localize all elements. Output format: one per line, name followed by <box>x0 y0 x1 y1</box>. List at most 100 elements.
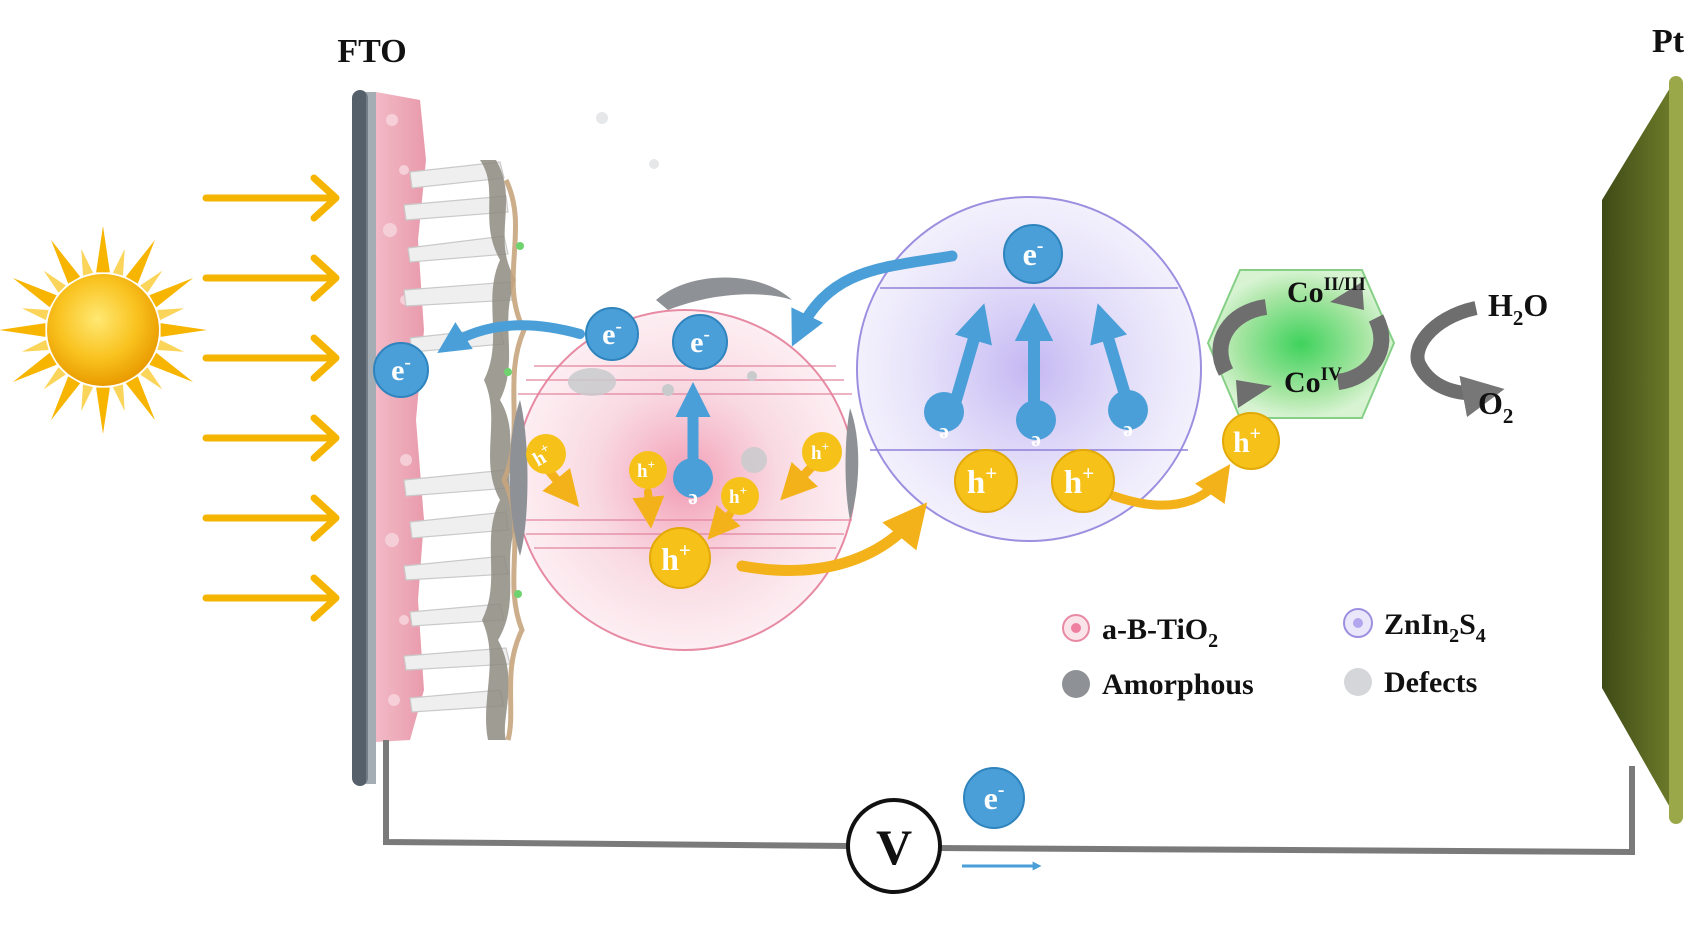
svg-text:h+: h+ <box>729 483 747 508</box>
light-arrow-icon <box>202 494 340 542</box>
electron-badge: e <box>673 458 713 514</box>
defect <box>596 112 608 124</box>
sun-ray <box>21 308 49 321</box>
electron-arrow-icon <box>950 303 992 406</box>
fto-label: FTO <box>337 33 406 70</box>
legend-item-defects: Defects <box>1344 666 1477 699</box>
sun-ray <box>43 367 66 390</box>
sun-ray <box>96 226 110 273</box>
light-arrow-icon <box>202 254 340 302</box>
legend: a-B-TiO2 ZnIn2S4 Amorphous Defects <box>1062 608 1486 701</box>
svg-text:ZnIn2S4: ZnIn2S4 <box>1384 608 1486 647</box>
defect <box>662 384 674 396</box>
defect <box>649 159 659 169</box>
electron-badge: e <box>1108 390 1148 446</box>
legend-item-znin2s4: ZnIn2S4 <box>1343 608 1486 647</box>
legend-item-tio2: a-B-TiO2 <box>1062 613 1218 652</box>
svg-text:e-: e- <box>690 324 710 359</box>
sun-ray <box>140 270 163 293</box>
svg-text:h+: h+ <box>967 461 997 501</box>
sun-ray <box>96 387 110 434</box>
sun-ray <box>157 308 185 321</box>
sun-ray <box>125 376 155 421</box>
svg-text:e: e <box>939 423 949 448</box>
electron-badge: e <box>924 392 964 448</box>
svg-text:h+: h+ <box>1233 423 1261 459</box>
cocatalyst-hexagon <box>1206 269 1505 419</box>
hole-badge: h+ <box>526 434 566 474</box>
light-arrow-icon <box>202 574 340 622</box>
sun-ray <box>12 352 57 382</box>
co-upper-label: CoII/III <box>1287 274 1366 309</box>
hole-badge: h+ <box>802 432 842 472</box>
svg-text:a-B-TiO2: a-B-TiO2 <box>1102 613 1218 652</box>
svg-text:h+: h+ <box>1064 461 1094 501</box>
legend-item-amorphous: Amorphous <box>1062 668 1254 701</box>
electron-transfer-arrows <box>437 250 1132 466</box>
voltmeter-label: V <box>876 819 912 875</box>
amorphous-shell <box>656 277 792 310</box>
svg-text:h+: h+ <box>637 457 655 482</box>
sun-ray <box>149 352 194 382</box>
sun-ray <box>157 339 185 352</box>
hole-badge: h+ <box>954 449 1018 513</box>
sun-ray <box>51 239 81 284</box>
pt-label: Pt <box>1652 23 1685 60</box>
hole-badge: h+ <box>649 527 711 589</box>
hole-arrow-icon <box>1109 464 1231 510</box>
sun-ray <box>21 339 49 352</box>
svg-text:h+: h+ <box>811 439 829 464</box>
carriers: e- e- e- e- e- e e e <box>373 224 1280 829</box>
hole-badge: h+ <box>629 451 667 489</box>
hole-badge: h+ <box>1051 449 1115 513</box>
sun-ray <box>149 278 194 308</box>
sun-ray <box>112 384 125 412</box>
electron-arrow-icon <box>1090 303 1132 404</box>
svg-text:h+: h+ <box>661 538 691 577</box>
co-lower-label: CoIV <box>1284 364 1342 399</box>
electron-badge: e- <box>672 314 728 370</box>
hole-arrow-icon <box>736 502 928 576</box>
electron-badge: e <box>1016 400 1056 456</box>
svg-text:e: e <box>1031 431 1041 456</box>
sun-ray <box>51 376 81 421</box>
electron-badge: e- <box>1003 224 1063 284</box>
nanorod-array <box>403 160 527 741</box>
defect <box>568 368 616 396</box>
sun-ray <box>0 323 46 337</box>
hole-arrow-icon <box>707 505 741 540</box>
sun-icon <box>0 226 207 434</box>
svg-text:e: e <box>1123 421 1133 446</box>
defect <box>741 447 767 473</box>
svg-text:e-: e- <box>1023 235 1044 272</box>
svg-text:e-: e- <box>984 779 1005 816</box>
svg-text:Amorphous: Amorphous <box>1102 668 1254 701</box>
hole-badge: h+ <box>721 477 759 515</box>
sun-ray <box>43 270 66 293</box>
light-arrow-icon <box>202 174 340 222</box>
light-arrow-icon <box>202 334 340 382</box>
light-arrow-icon <box>202 414 340 462</box>
voltmeter <box>846 798 942 894</box>
svg-text:e-: e- <box>391 352 411 387</box>
hole-arrow-icon <box>632 488 665 529</box>
electron-arrow-icon <box>437 320 585 353</box>
sun-ray <box>81 384 94 412</box>
electron-badge: e- <box>373 342 429 398</box>
svg-text:e-: e- <box>602 316 622 351</box>
sun-ray <box>125 239 155 284</box>
hole-badge: h+ <box>1222 412 1280 470</box>
water-label: H2O <box>1488 287 1548 330</box>
pt-electrode <box>1602 76 1683 824</box>
sun-ray <box>12 278 57 308</box>
sun-ray <box>81 248 94 276</box>
fto-electrode <box>352 90 426 786</box>
defect <box>747 371 757 381</box>
sun-ray <box>112 248 125 276</box>
svg-text:Defects: Defects <box>1384 666 1477 699</box>
external-circuit: V <box>383 740 1635 894</box>
sun-ray <box>140 367 163 390</box>
electron-badge: e- <box>963 767 1025 829</box>
oxygen-label: O2 <box>1478 385 1513 428</box>
